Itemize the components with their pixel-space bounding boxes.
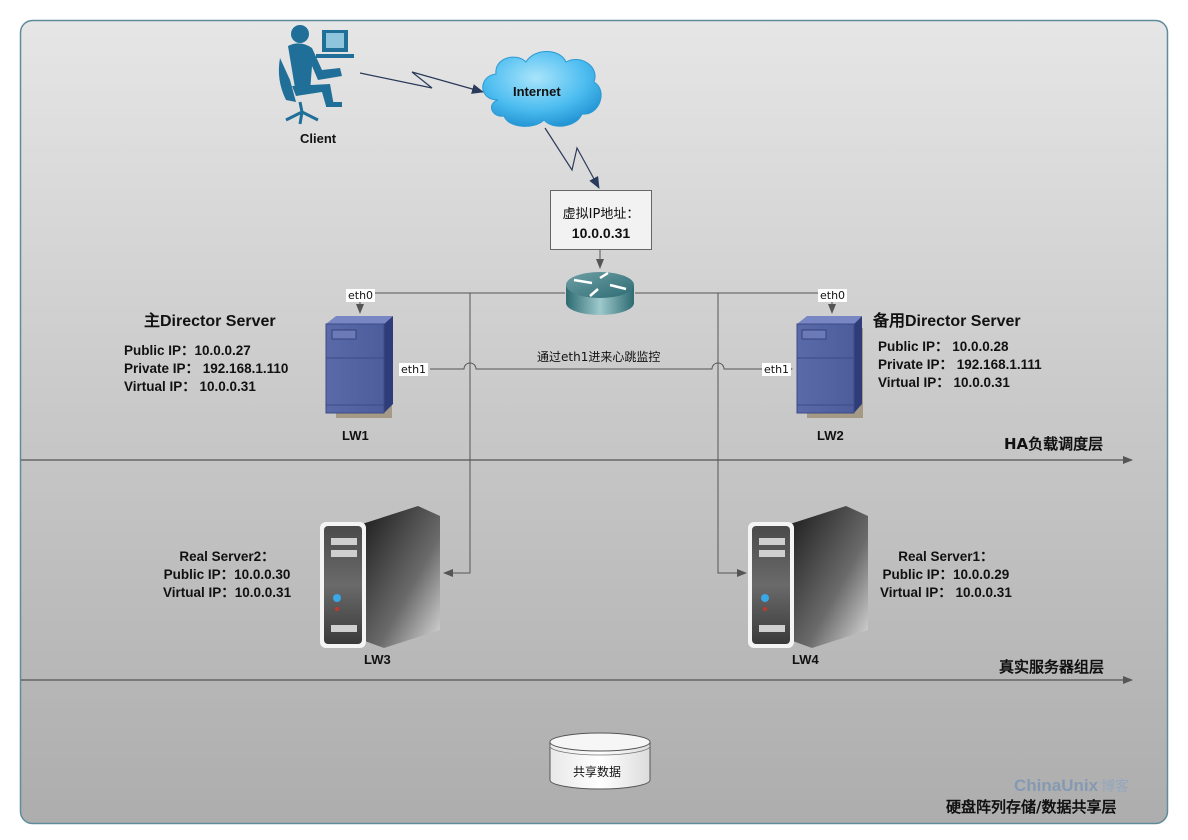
master-director-info: Public IP：10.0.0.27 Private IP： 192.168.… <box>124 342 288 396</box>
client-internet-link <box>359 71 484 94</box>
rs1-virtual-ip: Virtual IP： 10.0.0.31 <box>880 585 1012 600</box>
lw4-server-icon <box>748 506 868 648</box>
rs2-virtual-ip: Virtual IP：10.0.0.31 <box>163 585 292 600</box>
backup-private-ip: Private IP： 192.168.1.111 <box>878 357 1042 372</box>
lw2-eth0-label: eth0 <box>818 289 848 302</box>
internet-vip-link <box>544 127 600 189</box>
storage-layer-label: 硬盘阵列存储/数据共享层 <box>946 798 1117 816</box>
lw1-label: LW1 <box>342 428 369 443</box>
master-virtual-ip: Virtual IP： 10.0.0.31 <box>124 379 256 394</box>
real-server1-info: Real Server1： Public IP：10.0.0.29 Virtua… <box>880 548 1012 602</box>
lw2-label: LW2 <box>817 428 844 443</box>
lw2-eth1-label: eth1 <box>762 363 792 376</box>
backup-director-info: Public IP： 10.0.0.28 Private IP： 192.168… <box>878 338 1042 392</box>
link-to-lw4 <box>717 293 747 577</box>
backup-virtual-ip: Virtual IP： 10.0.0.31 <box>878 375 1010 390</box>
lw1-eth1-label: eth1 <box>399 363 429 376</box>
lw3-label: LW3 <box>364 652 391 667</box>
backup-director-title: 备用Director Server <box>873 313 1021 330</box>
real-server2-info: Real Server2： Public IP：10.0.0.30 Virtua… <box>163 548 291 602</box>
master-director-title: 主Director Server <box>144 313 276 330</box>
internet-label: Internet <box>513 84 561 99</box>
rs1-title: Real Server1： <box>898 549 994 564</box>
lw1-server-icon <box>325 316 393 418</box>
backup-public-ip: Public IP： 10.0.0.28 <box>878 339 1009 354</box>
lw3-server-icon <box>320 506 440 648</box>
virtual-ip-title: 虚拟IP地址： <box>562 207 640 222</box>
router-icon <box>566 271 634 315</box>
rs2-public-ip: Public IP：10.0.0.30 <box>163 567 291 582</box>
internet-cloud-icon <box>482 51 602 127</box>
shared-storage-icon <box>549 732 651 790</box>
client-icon <box>278 25 354 125</box>
diagram-frame <box>19 19 1169 825</box>
master-public-ip: Public IP：10.0.0.27 <box>124 343 251 358</box>
shared-storage-label: 共享数据 <box>573 765 622 779</box>
link-to-lw3 <box>443 293 471 577</box>
rs1-public-ip: Public IP：10.0.0.29 <box>882 567 1010 582</box>
real-server-layer-label: 真实服务器组层 <box>999 658 1105 676</box>
virtual-ip-box: 虚拟IP地址： 10.0.0.31 <box>550 190 652 250</box>
heartbeat-label: 通过eth1进来心跳监控 <box>537 350 661 364</box>
rs2-title: Real Server2： <box>179 549 275 564</box>
lw4-label: LW4 <box>792 652 819 667</box>
heartbeat-link <box>430 362 793 373</box>
client-label: Client <box>300 131 337 146</box>
watermark-suffix: 博客 <box>1101 779 1130 795</box>
ha-layer-label: HA负载调度层 <box>1004 435 1104 453</box>
lw1-eth0-label: eth0 <box>346 289 376 302</box>
master-private-ip: Private IP： 192.168.1.110 <box>124 361 289 376</box>
watermark-brand: ChinaUnix <box>1014 776 1099 795</box>
lw2-server-icon <box>796 316 863 418</box>
virtual-ip-value: 10.0.0.31 <box>571 225 631 241</box>
